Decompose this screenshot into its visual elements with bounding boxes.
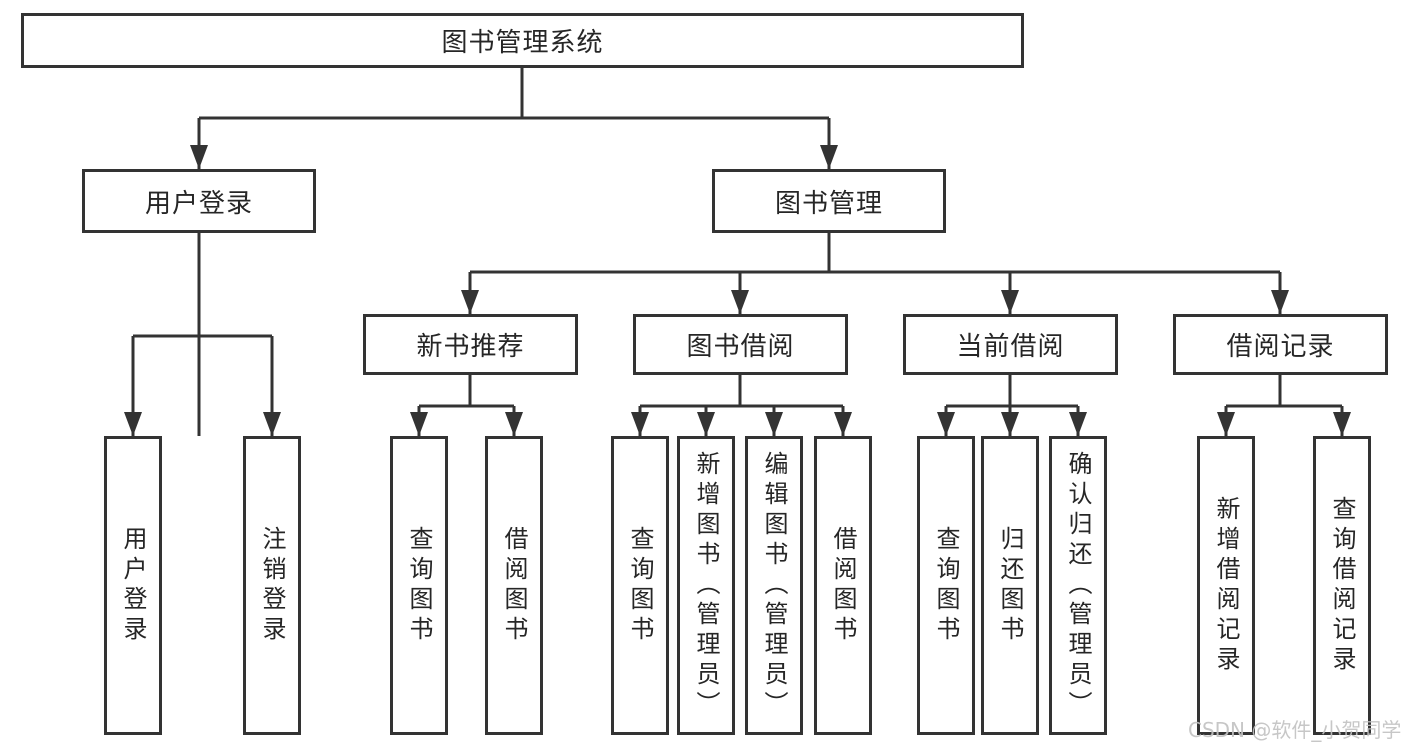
leaf-query-books-current: 查询图书 bbox=[917, 436, 975, 735]
node-label: 借阅图书 bbox=[500, 525, 528, 646]
arrow-down-icon bbox=[1333, 412, 1351, 436]
leaf-logout: 注销登录 bbox=[243, 436, 301, 735]
node-label: 归还图书 bbox=[996, 525, 1024, 646]
connector-book-mgmt-to-level3 bbox=[468, 233, 1282, 314]
leaf-add-books-admin: 新增图书（管理员） bbox=[677, 436, 735, 735]
arrow-down-icon bbox=[1217, 412, 1235, 436]
node-label: 查询图书 bbox=[932, 525, 960, 646]
connector-borrow-records-to-leaves bbox=[1224, 375, 1344, 436]
node-label: 图书管理 bbox=[774, 188, 883, 219]
node-book-management: 图书管理 bbox=[712, 169, 946, 233]
arrow-down-icon bbox=[820, 145, 838, 169]
arrow-down-icon bbox=[697, 412, 715, 436]
connector-user-login-to-leaves bbox=[131, 233, 274, 436]
node-label: 查询借阅记录 bbox=[1328, 495, 1356, 676]
node-label: 图书管理系统 bbox=[441, 28, 604, 58]
node-new-book-recommendation: 新书推荐 bbox=[363, 314, 578, 375]
node-label: 新书推荐 bbox=[416, 332, 525, 362]
leaf-user-login: 用户登录 bbox=[104, 436, 162, 735]
connector-book-borrow-to-leaves bbox=[638, 375, 845, 436]
leaf-query-books-borrow: 查询图书 bbox=[611, 436, 669, 735]
leaf-edit-books-admin: 编辑图书（管理员） bbox=[745, 436, 803, 735]
node-library-management-system: 图书管理系统 bbox=[21, 13, 1024, 68]
arrow-down-icon bbox=[190, 145, 208, 169]
node-label: 查询图书 bbox=[626, 525, 654, 646]
arrow-down-icon bbox=[1069, 412, 1087, 436]
node-book-borrowing: 图书借阅 bbox=[633, 314, 848, 375]
leaf-query-borrow-record: 查询借阅记录 bbox=[1313, 436, 1371, 735]
node-label: 借阅图书 bbox=[829, 525, 857, 646]
leaf-borrow-books: 借阅图书 bbox=[814, 436, 872, 735]
node-label: 当前借阅 bbox=[956, 332, 1065, 362]
node-label: 借阅记录 bbox=[1226, 332, 1335, 362]
arrow-down-icon bbox=[505, 412, 523, 436]
node-label: 用户登录 bbox=[119, 525, 147, 646]
arrow-down-icon bbox=[834, 412, 852, 436]
arrow-down-icon bbox=[124, 412, 142, 436]
node-current-borrowing: 当前借阅 bbox=[903, 314, 1118, 375]
node-label: 编辑图书（管理员） bbox=[760, 450, 788, 721]
leaf-confirm-return-admin: 确认归还（管理员） bbox=[1049, 436, 1107, 735]
leaf-query-books-new-rec: 查询图书 bbox=[390, 436, 448, 735]
node-user-login: 用户登录 bbox=[82, 169, 316, 233]
arrow-down-icon bbox=[461, 290, 479, 314]
node-label: 查询图书 bbox=[405, 525, 433, 646]
arrow-down-icon bbox=[410, 412, 428, 436]
node-label: 图书借阅 bbox=[686, 332, 795, 362]
leaf-borrow-books-new-rec: 借阅图书 bbox=[485, 436, 543, 735]
arrow-down-icon bbox=[263, 412, 281, 436]
node-label: 确认归还（管理员） bbox=[1064, 450, 1092, 721]
leaf-return-books: 归还图书 bbox=[981, 436, 1039, 735]
connector-new-book-to-leaves bbox=[417, 375, 516, 436]
arrow-down-icon bbox=[1271, 290, 1289, 314]
node-label: 新增借阅记录 bbox=[1212, 495, 1240, 676]
arrow-down-icon bbox=[731, 290, 749, 314]
leaf-add-borrow-record: 新增借阅记录 bbox=[1197, 436, 1255, 735]
connector-root-to-level2 bbox=[197, 68, 831, 436]
arrow-down-icon bbox=[1001, 412, 1019, 436]
arrow-down-icon bbox=[1001, 290, 1019, 314]
watermark: CSDN @软件_小贺同学 bbox=[1188, 718, 1402, 742]
node-label: 注销登录 bbox=[258, 525, 286, 646]
arrow-down-icon bbox=[631, 412, 649, 436]
arrow-down-icon bbox=[937, 412, 955, 436]
node-borrowing-records: 借阅记录 bbox=[1173, 314, 1388, 375]
node-label: 新增图书（管理员） bbox=[692, 450, 720, 721]
node-label: 用户登录 bbox=[144, 188, 253, 219]
arrow-down-icon bbox=[765, 412, 783, 436]
